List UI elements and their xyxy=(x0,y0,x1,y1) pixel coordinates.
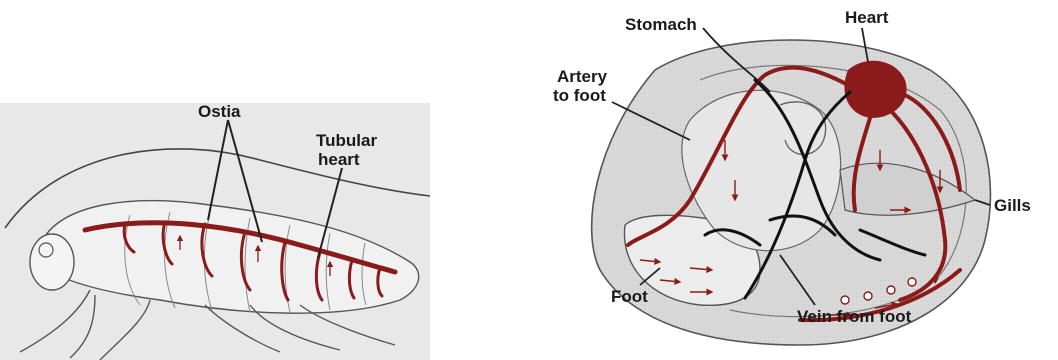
label-artery-line2: to foot xyxy=(553,86,606,105)
insect-head xyxy=(30,234,74,290)
label-tubular-heart-line2: heart xyxy=(318,150,360,169)
label-foot: Foot xyxy=(611,287,648,306)
label-gills: Gills xyxy=(994,196,1031,215)
label-ostia: Ostia xyxy=(198,102,241,121)
label-heart: Heart xyxy=(845,8,889,27)
insect-panel: Ostia Tubular heart xyxy=(0,102,430,360)
label-stomach: Stomach xyxy=(625,15,697,34)
label-vein-from-foot: Vein from foot xyxy=(797,307,912,326)
label-artery-line1: Artery xyxy=(557,67,608,86)
label-tubular-heart-line1: Tubular xyxy=(316,131,377,150)
mollusc-panel: Stomach Heart Artery to foot Gills Foot … xyxy=(553,8,1031,345)
